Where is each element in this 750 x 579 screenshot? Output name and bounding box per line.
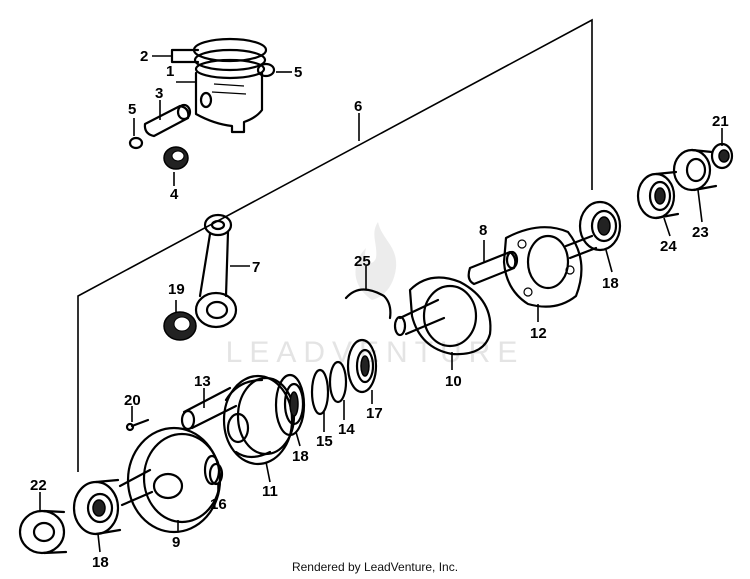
needle-bearing-big-end — [163, 311, 197, 341]
crank-web-9 — [118, 426, 222, 534]
callout-14: 14 — [338, 421, 355, 438]
crankcase-center-10 — [393, 276, 492, 356]
callout-12: 12 — [530, 325, 547, 342]
callout-5-right: 5 — [294, 64, 302, 81]
bearing-18-right — [578, 200, 622, 252]
pin-20 — [125, 418, 150, 432]
spacer-14 — [328, 360, 348, 404]
bearing-18-middle — [274, 373, 306, 437]
washer-16 — [208, 462, 224, 486]
seal-22 — [18, 509, 68, 555]
connecting-rod — [194, 213, 238, 329]
callout-24: 24 — [660, 238, 677, 255]
callout-9: 9 — [172, 534, 180, 551]
callout-18-right: 18 — [602, 275, 619, 292]
bearing-18-left — [72, 478, 122, 536]
callout-17: 17 — [366, 405, 383, 422]
crank-web-11 — [222, 374, 296, 466]
callouts: 1 2 3 4 5 5 6 7 8 9 10 11 12 13 14 15 16… — [30, 48, 729, 571]
piston-pin — [143, 103, 192, 138]
callout-2: 2 — [140, 48, 148, 65]
piston — [192, 37, 268, 134]
callout-8: 8 — [479, 222, 487, 239]
seal-23 — [672, 148, 718, 192]
leader-lines — [39, 55, 723, 553]
bearing-24 — [636, 170, 680, 220]
footer-credit: Rendered by LeadVenture, Inc. — [291, 560, 459, 574]
circlip-25 — [344, 288, 392, 320]
callout-10: 10 — [445, 373, 462, 390]
callout-23: 23 — [692, 224, 709, 241]
crank-pin-13 — [180, 386, 238, 431]
bearing-17 — [346, 338, 378, 394]
callout-11: 11 — [262, 483, 278, 500]
callout-13: 13 — [194, 373, 211, 390]
callout-5-left: 5 — [128, 101, 136, 118]
circlip-left — [128, 136, 144, 150]
callout-19: 19 — [168, 281, 185, 298]
callout-18-left: 18 — [92, 554, 109, 571]
callout-20: 20 — [124, 392, 141, 409]
spline-end — [564, 234, 598, 260]
shaft-8 — [467, 250, 519, 286]
callout-16: 16 — [210, 496, 227, 513]
circlip-right — [256, 62, 276, 78]
callout-6: 6 — [354, 98, 362, 115]
callout-4: 4 — [170, 186, 179, 203]
seal-15 — [310, 368, 330, 416]
callout-3: 3 — [155, 85, 163, 102]
callout-22: 22 — [30, 477, 47, 494]
callout-7: 7 — [252, 259, 260, 276]
callout-21: 21 — [712, 113, 729, 130]
callout-25: 25 — [354, 253, 371, 270]
callout-15: 15 — [316, 433, 333, 450]
needle-bearing-small-end — [163, 146, 189, 170]
crankcase-12 — [502, 226, 583, 308]
callout-1: 1 — [166, 63, 174, 80]
assembly-bracket-6 — [77, 18, 593, 472]
seal-21 — [710, 142, 734, 170]
callout-18-middle: 18 — [292, 448, 309, 465]
